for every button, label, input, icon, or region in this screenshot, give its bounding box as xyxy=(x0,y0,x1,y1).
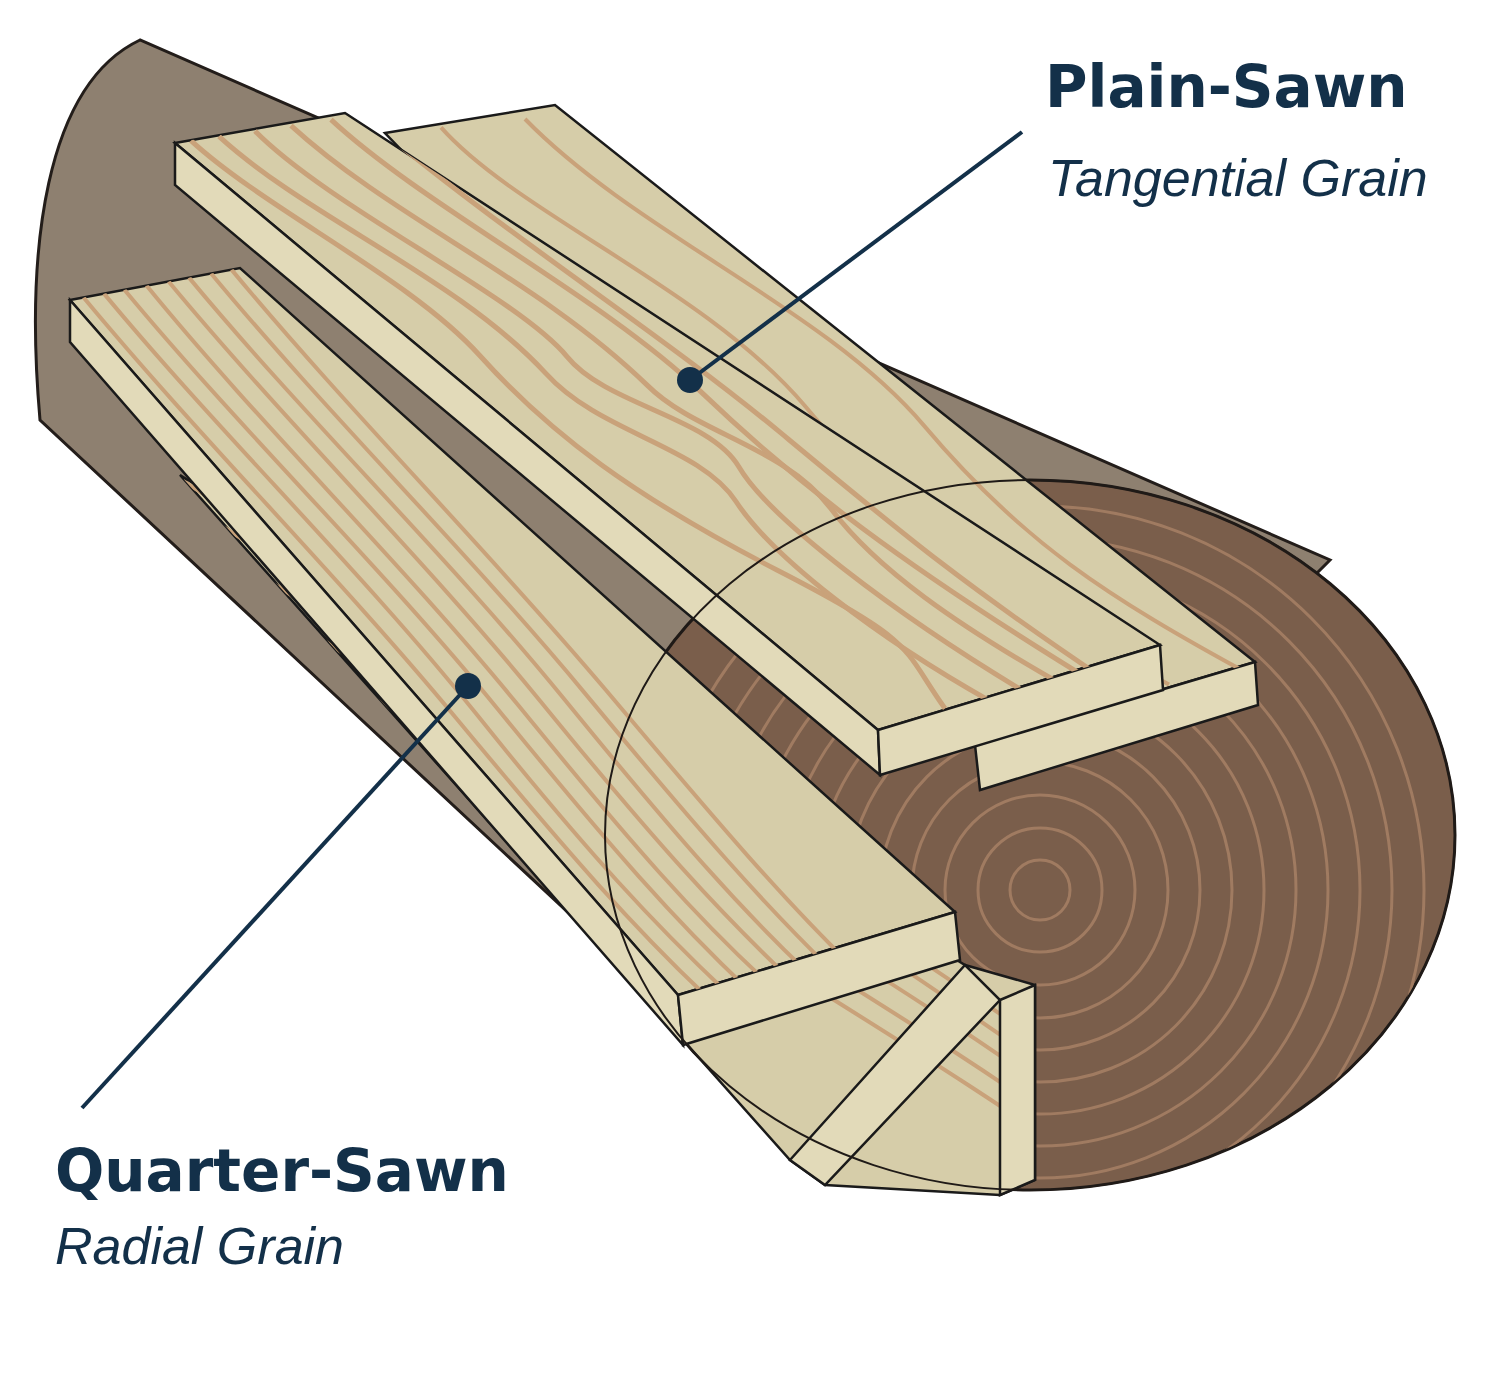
leader-dot xyxy=(455,673,481,699)
leader-line xyxy=(82,686,468,1108)
grain-name: Tangential Grain xyxy=(1048,150,1428,207)
cut-name: Quarter-Sawn xyxy=(55,1140,509,1204)
quarter-sawn-board xyxy=(70,268,960,1045)
cut-name: Plain-Sawn xyxy=(1045,56,1408,120)
leader-dot xyxy=(677,367,703,393)
end-outline xyxy=(605,480,1455,1190)
grain-name: Radial Grain xyxy=(55,1218,344,1275)
leader-line xyxy=(690,132,1022,380)
